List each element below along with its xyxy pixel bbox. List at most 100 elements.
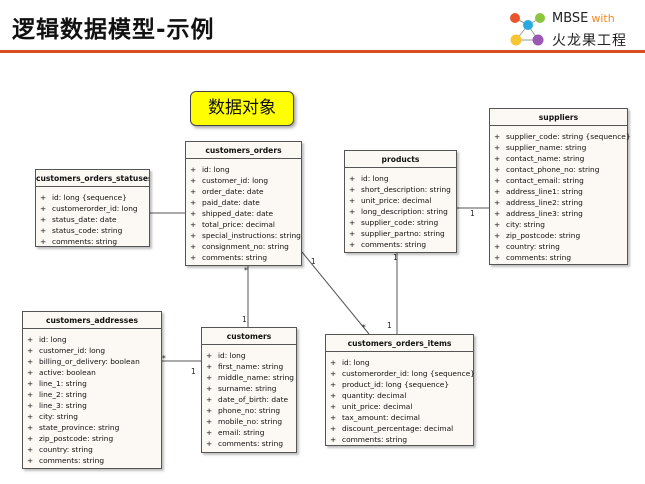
entity-title: suppliers <box>490 109 627 126</box>
entity-customers-orders: customers_orders +id: long+customer_id: … <box>185 141 302 266</box>
multiplicity-suppliers-right: 1 <box>470 209 475 218</box>
attribute-visibility: + <box>27 401 34 410</box>
attribute-text: unit_price: decimal <box>361 196 432 205</box>
entity-title: customers_orders_items <box>326 335 473 352</box>
attribute-row: +tax_amount: decimal <box>330 412 471 423</box>
multiplicity-products-bottom: 1 <box>393 253 398 262</box>
attribute-text: line_1: string <box>39 379 87 388</box>
attribute-row: + customer_id: long <box>27 345 159 356</box>
attribute-row: +state_province: string <box>27 422 159 433</box>
attribute-row: + total_price: decimal <box>190 219 299 230</box>
attribute-text: supplier_name: string <box>506 143 587 152</box>
attribute-text: paid_date: date <box>202 198 260 207</box>
attribute-row: + id: long <box>190 164 299 175</box>
attribute-text: date_of_birth: date <box>218 395 289 404</box>
attribute-visibility: + <box>27 346 34 355</box>
attribute-text: shipped_date: date <box>202 209 274 218</box>
attribute-text: address_line2: string <box>506 198 583 207</box>
attribute-text: short_description: string <box>361 185 451 194</box>
attribute-text: status_code: string <box>52 226 123 235</box>
attribute-row: +zip_postcode: string <box>494 230 625 241</box>
attribute-visibility: + <box>27 379 34 388</box>
attribute-text: consignment_no: string <box>202 242 289 251</box>
attribute-visibility: + <box>494 132 501 141</box>
attribute-row: +phone_no: string <box>206 405 294 416</box>
attribute-row: +product_id: long {sequence} <box>330 379 471 390</box>
attribute-text: id: long {sequence} <box>52 193 127 202</box>
entity-products: products +id: long+short_description: st… <box>344 150 457 253</box>
attribute-row: +discount_percentage: decimal <box>330 423 471 434</box>
attribute-text: surname: string <box>218 384 277 393</box>
attribute-visibility: + <box>349 196 356 205</box>
attribute-visibility: + <box>494 143 501 152</box>
attribute-visibility: + <box>40 226 47 235</box>
attribute-visibility: + <box>206 384 213 393</box>
attribute-text: comments: string <box>202 253 268 262</box>
attribute-visibility: + <box>206 373 213 382</box>
attribute-text: id: long <box>342 358 370 367</box>
attribute-text: customerorder_id: long <box>52 204 138 213</box>
attribute-text: zip_postcode: string <box>39 434 114 443</box>
entity-customers-orders-items: customers_orders_items +id: long+custome… <box>325 334 475 446</box>
attribute-visibility: + <box>190 220 197 229</box>
attribute-text: mobile_no: string <box>218 417 283 426</box>
attribute-row: +unit_price: decimal <box>330 401 471 412</box>
attribute-row: + id: long {sequence} <box>40 192 147 203</box>
attribute-text: discount_percentage: decimal <box>342 424 454 433</box>
attribute-row: +consignment_no: string <box>190 241 299 252</box>
attribute-visibility: + <box>494 176 501 185</box>
attribute-row: +first_name: string <box>206 361 294 372</box>
attribute-row: +date_of_birth: date <box>206 394 294 405</box>
attribute-row: +id: long <box>27 334 159 345</box>
attribute-visibility: + <box>494 165 501 174</box>
attribute-visibility: + <box>190 165 197 174</box>
attribute-text: first_name: string <box>218 362 284 371</box>
attribute-text: city: string <box>506 220 545 229</box>
attribute-text: id: long <box>202 165 230 174</box>
attribute-text: contact_email: string <box>506 176 584 185</box>
attribute-row: +country: string <box>27 444 159 455</box>
attribute-text: id: long <box>361 174 389 183</box>
attribute-text: comments: string <box>342 435 408 444</box>
attribute-text: billing_or_delivery: boolean <box>39 357 140 366</box>
attribute-row: +city: string <box>27 411 159 422</box>
attribute-visibility: + <box>27 434 34 443</box>
attribute-visibility: + <box>27 368 34 377</box>
attribute-visibility: + <box>40 215 47 224</box>
multiplicity-addresses: * <box>162 354 166 363</box>
attribute-text: email: string <box>218 428 265 437</box>
attribute-text: total_price: decimal <box>202 220 275 229</box>
attribute-row: +country: string <box>494 241 625 252</box>
attribute-text: contact_phone_no: string <box>506 165 600 174</box>
attribute-text: contact_name: string <box>506 154 585 163</box>
attribute-visibility: + <box>27 423 34 432</box>
attribute-visibility: + <box>40 193 47 202</box>
attribute-row: +comments: string <box>349 239 454 250</box>
title-divider <box>0 50 645 53</box>
logo-with: with <box>591 12 615 25</box>
attribute-visibility: + <box>27 445 34 454</box>
attribute-text: product_id: long {sequence} <box>342 380 450 389</box>
attribute-visibility: + <box>27 456 34 465</box>
attribute-text: supplier_code: string <box>361 218 439 227</box>
attribute-text: customer_id: long <box>39 346 106 355</box>
multiplicity-items-top: 1 <box>387 321 392 330</box>
attribute-visibility: + <box>349 218 356 227</box>
attribute-row: + unit_price: decimal <box>349 195 454 206</box>
attribute-visibility: + <box>494 187 501 196</box>
attribute-text: zip_postcode: string <box>506 231 581 240</box>
attribute-visibility: + <box>190 209 197 218</box>
attribute-row: +billing_or_delivery: boolean <box>27 356 159 367</box>
attribute-row: +middle_name: string <box>206 372 294 383</box>
attribute-text: long_description: string <box>361 207 448 216</box>
attribute-visibility: + <box>206 351 213 360</box>
entity-customers-orders-statuses: customers_orders_statuses +id: long {seq… <box>35 169 150 247</box>
attribute-row: +line_2: string <box>27 389 159 400</box>
attribute-visibility: + <box>330 358 337 367</box>
multiplicity-orders-items-one: 1 <box>311 257 316 266</box>
attribute-row: +comments: string <box>190 252 299 263</box>
attribute-row: +id: long <box>349 173 454 184</box>
multiplicity-customers: 1 <box>242 315 247 324</box>
